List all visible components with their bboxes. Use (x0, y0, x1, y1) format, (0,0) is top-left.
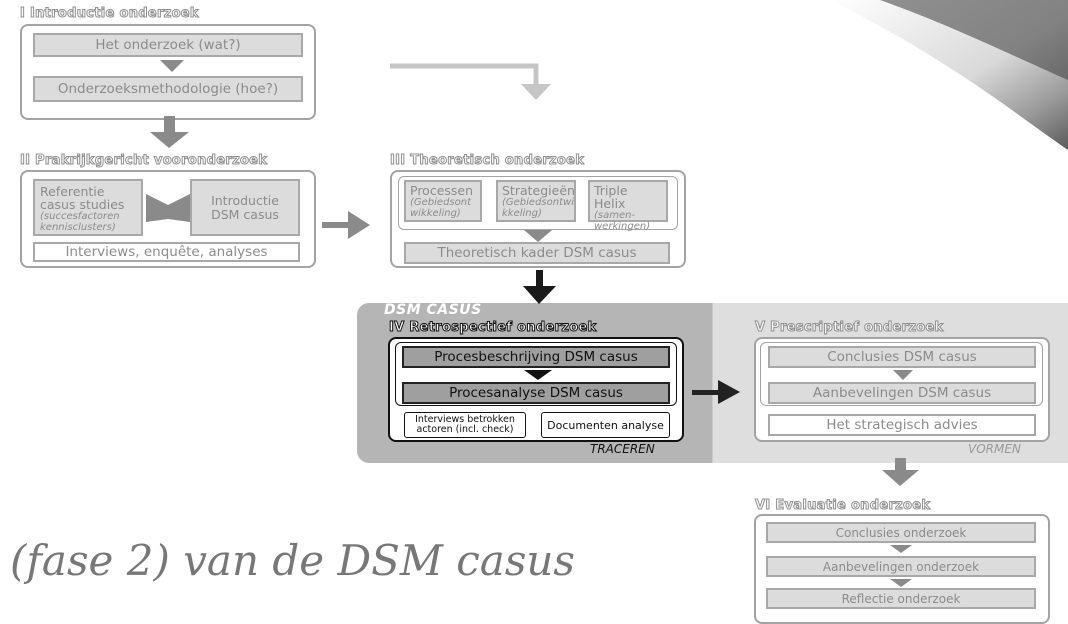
conclusies-onderzoek-box: Conclusies onderzoek (766, 522, 1036, 543)
processen-label: Processen (410, 183, 474, 198)
dsm-casus-label: DSM CASUS (384, 302, 482, 318)
strategieen-label: Strategieën (502, 183, 575, 198)
page-curl-decoration (830, 0, 1068, 150)
reflectie-onderzoek-box: Reflectie onderzoek (766, 588, 1036, 609)
introductie-dsm-box: Introductie DSM casus (190, 179, 300, 236)
documenten-box: Documenten analyse (541, 412, 670, 438)
intro-box-wat: Het onderzoek (wat?) (33, 33, 303, 57)
triple-helix-sub: (samen- werkingen) (594, 210, 651, 232)
vormen-label: VORMEN (968, 442, 1021, 456)
triple-helix-label: Triple Helix (594, 183, 628, 211)
aanbevelingen-dsm-box: Aanbevelingen DSM casus (768, 382, 1036, 404)
processen-sub: (Gebiedsont wikkeling) (410, 197, 472, 219)
presc-title: V Prescriptief onderzoek (755, 320, 944, 336)
procesanalyse-box: Procesanalyse DSM casus (402, 382, 670, 404)
strategieen-sub: (Gebiedsontwi kkeling) (502, 197, 574, 219)
traceren-label: TRACEREN (590, 442, 655, 456)
strategieen-box: Strategieën (Gebiedsontwi kkeling) (496, 180, 576, 222)
retro-title: IV Retrospectief onderzoek (389, 320, 597, 336)
processen-box: Processen (Gebiedsont wikkeling) (404, 180, 482, 222)
procesbeschrijving-box: Procesbeschrijving DSM casus (402, 346, 670, 368)
strategisch-advies-box: Het strategisch advies (768, 414, 1036, 436)
caption: (fase 2) van de DSM casus (10, 536, 575, 585)
intro-title: I Introductie onderzoek (20, 6, 200, 22)
intro-box-hoe: Onderzoeksmethodologie (hoe?) (33, 76, 303, 102)
triple-helix-box: Triple Helix (samen- werkingen) (588, 180, 668, 232)
theorie-title: III Theoretisch onderzoek (389, 153, 585, 169)
referentie-label: Referentie casus studies (40, 184, 125, 212)
conclusies-dsm-box: Conclusies DSM casus (768, 346, 1036, 368)
praktijk-interviews-box: Interviews, enquête, analyses (33, 242, 300, 262)
praktijk-title: II Prakrijkgericht vooronderzoek (19, 153, 268, 169)
aanbevelingen-onderzoek-box: Aanbevelingen onderzoek (766, 556, 1036, 577)
referentie-box: Referentie casus studies (succesfactoren… (33, 179, 143, 236)
evaluatie-title: VI Evaluatie onderzoek (754, 498, 931, 514)
retro-inner-frame (395, 342, 677, 406)
theoretisch-kader-box: Theoretisch kader DSM casus (404, 242, 670, 264)
referentie-sub: (succesfactoren kennisclusters) (40, 211, 120, 233)
retro-interviews-box: Interviews betrokken actoren (incl. chec… (404, 412, 526, 438)
